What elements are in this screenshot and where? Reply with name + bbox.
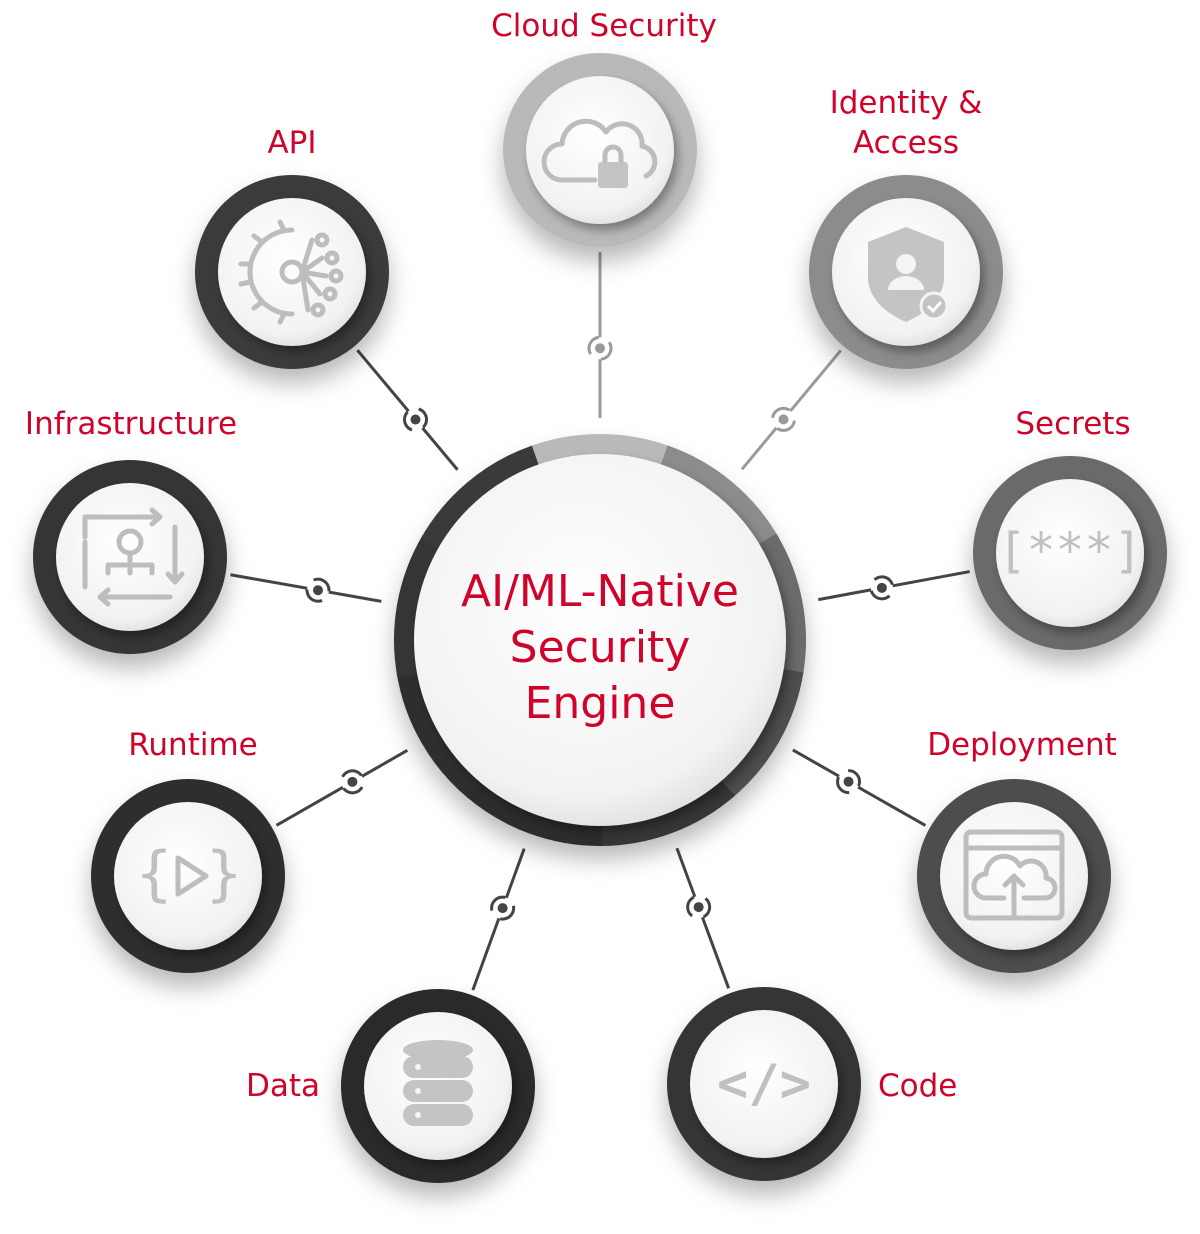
- node-cloud-security[interactable]: Cloud Security: [491, 8, 717, 247]
- database-icon: [403, 1040, 473, 1126]
- node-label: Infrastructure: [25, 406, 237, 442]
- masked-secret-icon: [***]: [998, 523, 1143, 579]
- node-label: API: [267, 125, 316, 161]
- engine-title-line: Security: [510, 622, 691, 673]
- engine-title-line: AI/ML-Native: [461, 566, 739, 617]
- node-label: Access: [853, 125, 959, 161]
- infrastructure-workflow-icon: [82, 507, 185, 607]
- engine-ring-segment: [716, 668, 804, 799]
- cloud-lock-icon: [541, 118, 658, 188]
- connector-line: [740, 349, 842, 471]
- engine-ring-segment: [598, 777, 735, 846]
- connector-joint-icon: [402, 407, 428, 433]
- connector-joint-icon: [836, 769, 862, 795]
- node-identity-access[interactable]: Identity & Access: [809, 85, 1003, 369]
- connector-line: [792, 748, 927, 827]
- connector-joint-icon: [770, 406, 796, 432]
- connector-line: [275, 749, 409, 827]
- node-runtime[interactable]: {} Runtime: [91, 727, 285, 973]
- node-data[interactable]: Data: [246, 989, 535, 1183]
- engine-ring-segment: [394, 535, 444, 678]
- connector-joint-icon: [305, 577, 331, 603]
- connector-line: [356, 349, 459, 471]
- connector-line: [230, 573, 382, 603]
- node-code[interactable]: </> Code: [667, 987, 957, 1181]
- connector-line: [471, 848, 526, 991]
- node-infrastructure[interactable]: Infrastructure: [25, 406, 237, 654]
- node-face: [218, 198, 366, 346]
- shield-user-icon: [868, 227, 949, 322]
- connector-joint-icon: [587, 335, 613, 361]
- node-face: [526, 76, 674, 224]
- node-api[interactable]: API: [195, 125, 389, 369]
- connector-joint-icon: [686, 894, 712, 920]
- node-label: Runtime: [128, 727, 257, 763]
- node-face: [114, 802, 262, 950]
- node-secrets[interactable]: [***] Secrets: [973, 406, 1167, 650]
- cloud-deploy-icon: [963, 829, 1065, 921]
- node-label: Deployment: [927, 727, 1117, 763]
- code-brackets-icon: </>: [717, 1054, 811, 1114]
- connector-line: [818, 570, 970, 602]
- engine-title-line: Engine: [525, 678, 676, 729]
- connectors: [230, 252, 970, 991]
- engine-ring-segment: [659, 445, 780, 551]
- node-label: Identity &: [830, 85, 983, 121]
- engine-ring-segment: [527, 434, 673, 470]
- engine-ring-segment: [420, 445, 541, 551]
- connector-line: [587, 252, 613, 418]
- node-face: [996, 479, 1144, 627]
- connector-joint-icon: [869, 575, 895, 601]
- engine-ring-segment: [396, 668, 485, 799]
- brace-open-glyph: {: [136, 839, 172, 909]
- node-deployment[interactable]: Deployment: [917, 727, 1117, 973]
- api-gear-icon: [238, 219, 344, 325]
- node-face: [690, 1010, 838, 1158]
- engine-ring-segment: [465, 778, 603, 846]
- engine-ring-segment: [755, 533, 806, 677]
- engine-face: [414, 454, 786, 826]
- runtime-play-icon: {}: [136, 839, 242, 909]
- secrets-glyph: [***]: [998, 523, 1143, 579]
- node-label: Data: [246, 1068, 320, 1104]
- node-label: Code: [878, 1068, 957, 1104]
- connector-line: [675, 847, 731, 989]
- connector-joint-icon: [490, 895, 516, 921]
- code-glyph: </>: [717, 1054, 811, 1114]
- brace-close-glyph: }: [206, 839, 242, 909]
- node-label: Cloud Security: [491, 8, 717, 44]
- node-label: Secrets: [1015, 406, 1130, 442]
- connector-joint-icon: [339, 769, 365, 795]
